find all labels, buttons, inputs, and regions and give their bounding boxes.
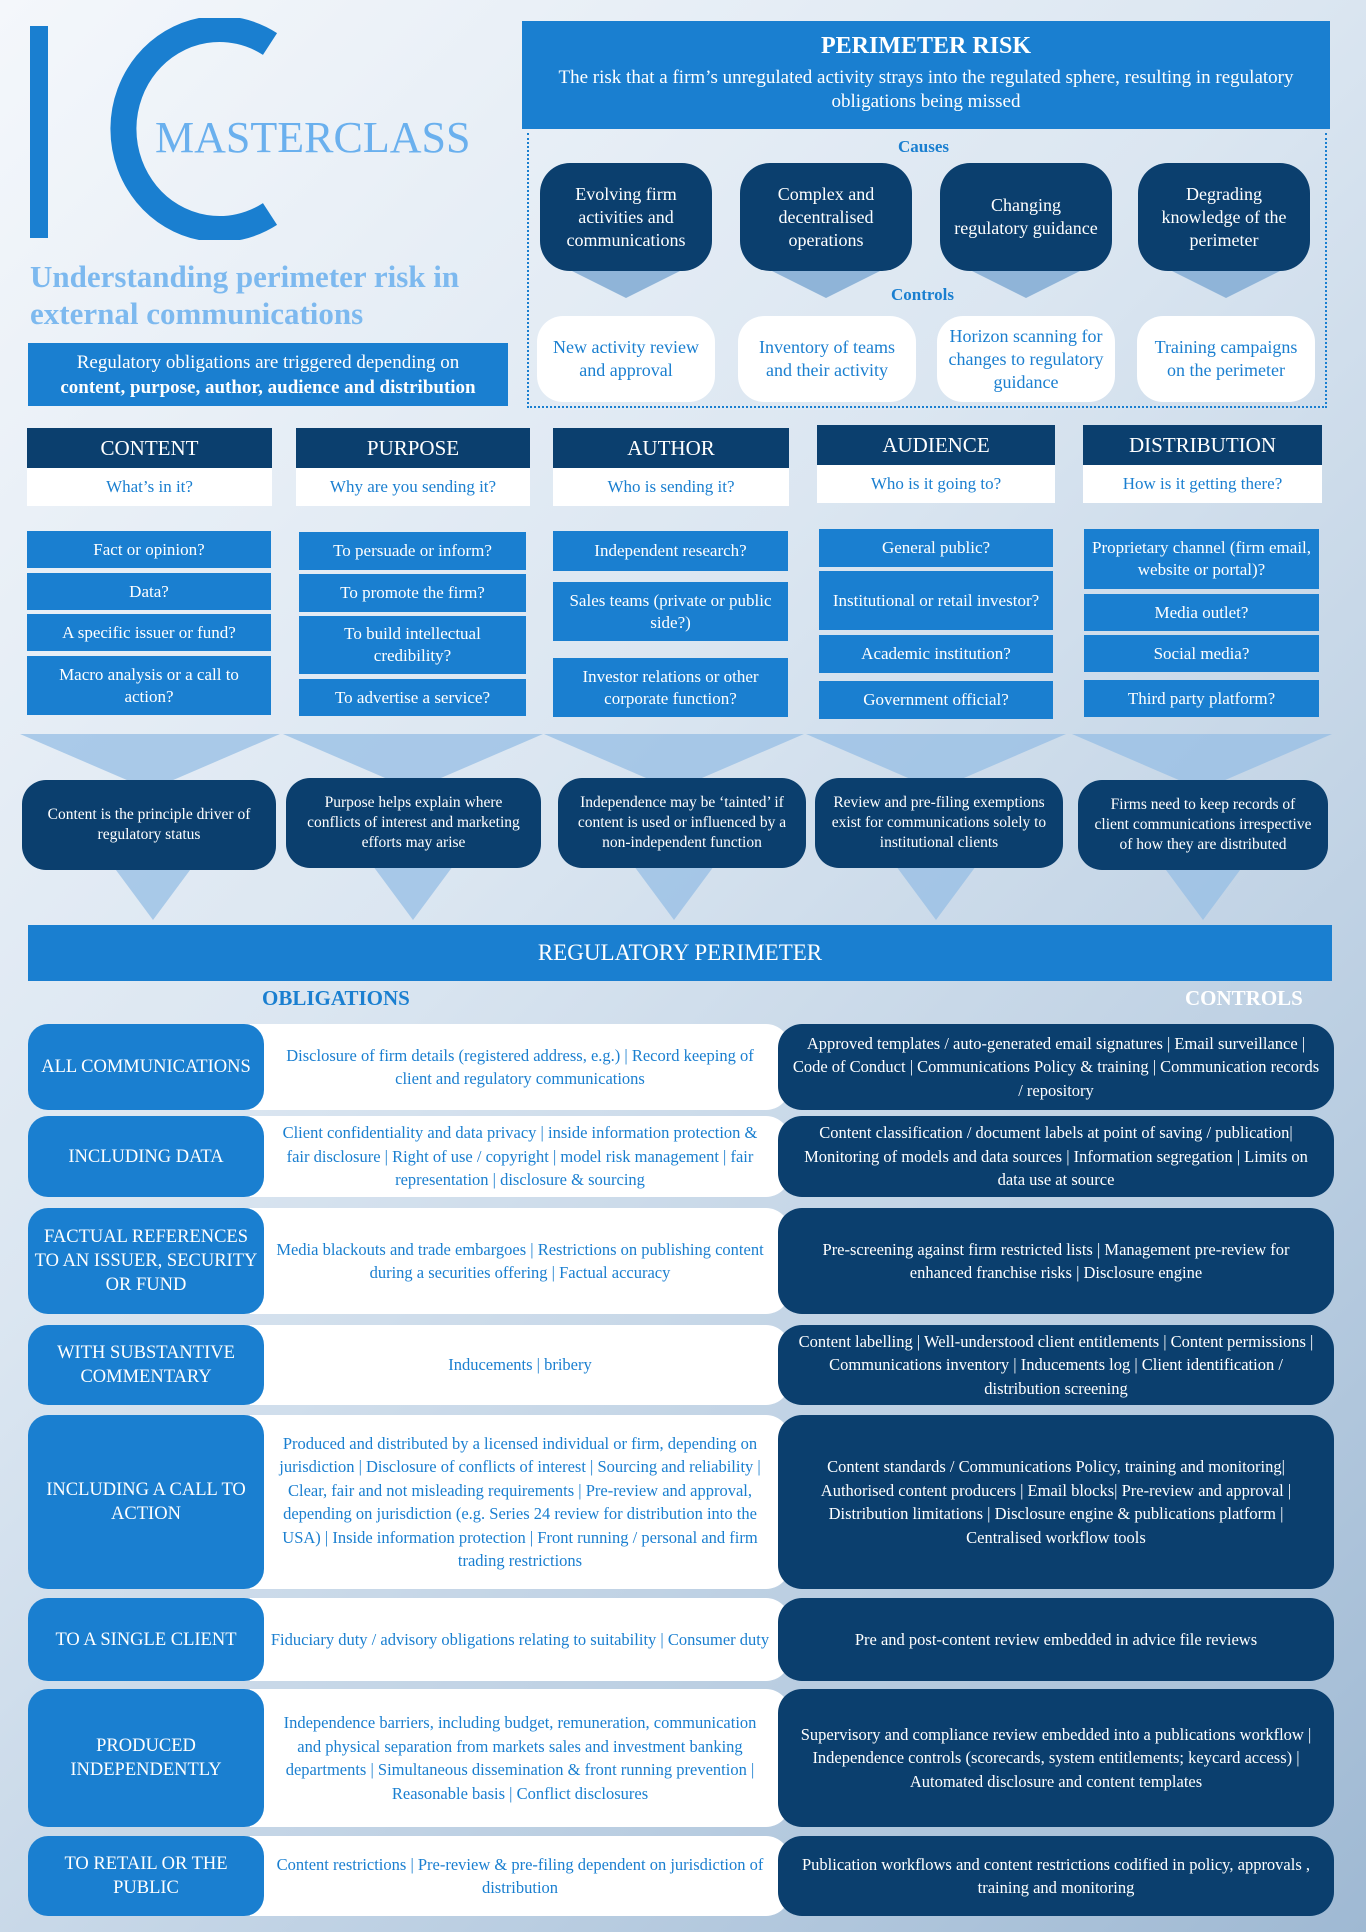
control-1: New activity review and approval (537, 316, 715, 402)
logo-i-bar (30, 26, 48, 238)
row-obligations: Content restrictions | Pre-review & pre-… (250, 1836, 790, 1916)
list-item: Government official? (819, 681, 1053, 719)
cause-2: Complex and decentralised operations (740, 163, 912, 271)
insight-arrow-purpose (373, 866, 453, 920)
list-item: A specific issuer or fund? (27, 614, 271, 651)
row-obligations: Fiduciary duty / advisory obligations re… (250, 1598, 790, 1681)
list-item: Investor relations or other corporate fu… (553, 658, 788, 717)
insight-arrow-content (113, 866, 193, 920)
row-controls: Pre and post-content review embedded in … (778, 1598, 1334, 1681)
row-label: PRODUCED INDEPENDENTLY (28, 1689, 264, 1827)
list-item: Macro analysis or a call to action? (27, 656, 271, 715)
column-header-content: CONTENT (27, 428, 272, 468)
row-controls: Pre-screening against firm restricted li… (778, 1208, 1334, 1314)
row-obligations: Produced and distributed by a licensed i… (250, 1415, 790, 1589)
row-label: TO A SINGLE CLIENT (28, 1598, 264, 1681)
list-item: Institutional or retail investor? (819, 571, 1053, 630)
cause-arrow-4 (1166, 268, 1286, 298)
row-controls: Approved templates / auto-generated emai… (778, 1024, 1334, 1110)
control-4: Training campaigns on the perimeter (1137, 316, 1315, 402)
list-item: To promote the firm? (299, 574, 526, 612)
cause-4: Degrading knowledge of the perimeter (1138, 163, 1310, 271)
logo-text: MASTERCLASS (155, 113, 471, 162)
row-label: WITH SUBSTANTIVE COMMENTARY (28, 1325, 264, 1405)
perimeter-risk-description: The risk that a firm’s unregulated activ… (558, 67, 1294, 112)
column-question-content: What’s in it? (27, 468, 272, 506)
column-header-audience: AUDIENCE (817, 425, 1055, 465)
list-item: Third party platform? (1084, 680, 1319, 717)
row-controls: Publication workflows and content restri… (778, 1836, 1334, 1916)
row-label: INCLUDING A CALL TO ACTION (28, 1415, 264, 1589)
list-item: To advertise a service? (299, 679, 526, 716)
list-item: Sales teams (private or public side?) (553, 582, 788, 641)
list-item: To build intellectual credibility? (299, 616, 526, 674)
row-controls: Content labelling | Well-understood clie… (778, 1325, 1334, 1405)
list-item: Fact or opinion? (27, 531, 271, 568)
row-obligations: Inducements | bribery (250, 1325, 790, 1405)
row-obligations: Disclosure of firm details (registered a… (250, 1024, 790, 1110)
controls-label: Controls (891, 285, 954, 304)
insight-arrow-distribution (1163, 866, 1243, 920)
insight-content: Content is the principle driver of regul… (22, 780, 276, 870)
row-obligations: Media blackouts and trade embargoes | Re… (250, 1208, 790, 1314)
list-item: General public? (819, 529, 1053, 567)
obligations-heading: OBLIGATIONS (262, 986, 410, 1010)
controls-heading: CONTROLS (1185, 986, 1303, 1010)
row-obligations: Client confidentiality and data privacy … (250, 1116, 790, 1197)
list-item: Social media? (1084, 635, 1319, 672)
insight-arrow-author (634, 866, 714, 920)
cause-arrow-2 (766, 268, 886, 298)
insight-audience: Review and pre-filing exemptions exist f… (815, 778, 1063, 868)
insight-arrow-audience (896, 866, 976, 920)
cause-3: Changing regulatory guidance (940, 163, 1112, 271)
row-controls: Content standards / Communications Polic… (778, 1415, 1334, 1589)
logo-c-mark (110, 18, 278, 240)
control-2: Inventory of teams and their activity (738, 316, 916, 402)
list-item: Academic institution? (819, 635, 1053, 673)
row-label: TO RETAIL OR THE PUBLIC (28, 1836, 264, 1916)
list-item: Independent research? (553, 531, 788, 571)
perimeter-risk-box: PERIMETER RISK The risk that a firm’s un… (522, 21, 1330, 129)
list-item: Proprietary channel (firm email, website… (1084, 529, 1319, 589)
perimeter-risk-dotted-frame (527, 133, 1327, 408)
list-item: To persuade or inform? (299, 532, 526, 570)
causes-label: Causes (898, 137, 950, 156)
trigger-line-1: Regulatory obligations are triggered dep… (76, 351, 460, 373)
column-question-distribution: How is it getting there? (1083, 465, 1322, 503)
cause-1: Evolving firm activities and communicati… (540, 163, 712, 271)
insight-distribution: Firms need to keep records of client com… (1078, 780, 1328, 870)
row-label: INCLUDING DATA (28, 1116, 264, 1197)
row-label: ALL COMMUNICATIONS (28, 1024, 264, 1110)
cause-arrow-3 (966, 268, 1086, 298)
column-header-purpose: PURPOSE (296, 428, 530, 468)
perimeter-risk-title: PERIMETER RISK (820, 33, 1032, 59)
page-subtitle: Understanding perimeter risk in external… (30, 259, 460, 331)
control-3: Horizon scanning for changes to regulato… (937, 316, 1115, 402)
insight-purpose: Purpose helps explain where conflicts of… (286, 778, 541, 868)
list-item: Media outlet? (1084, 594, 1319, 631)
row-controls: Content classification / document labels… (778, 1116, 1334, 1197)
column-question-audience: Who is it going to? (817, 465, 1055, 503)
trigger-line-2: content, purpose, author, audience and d… (60, 376, 476, 398)
regulatory-perimeter-bar: REGULATORY PERIMETER (28, 925, 1332, 981)
row-controls: Supervisory and compliance review embedd… (778, 1689, 1334, 1827)
list-item: Data? (27, 573, 271, 610)
column-header-distribution: DISTRIBUTION (1083, 425, 1322, 465)
insight-author: Independence may be ‘tainted’ if content… (558, 778, 806, 868)
column-header-author: AUTHOR (553, 428, 789, 468)
trigger-banner: Regulatory obligations are triggered dep… (28, 343, 508, 406)
row-label: FACTUAL REFERENCES TO AN ISSUER, SECURIT… (28, 1208, 264, 1314)
column-question-author: Who is sending it? (553, 468, 789, 506)
cause-arrow-1 (566, 268, 686, 298)
row-obligations: Independence barriers, including budget,… (250, 1689, 790, 1827)
column-question-purpose: Why are you sending it? (296, 468, 530, 506)
